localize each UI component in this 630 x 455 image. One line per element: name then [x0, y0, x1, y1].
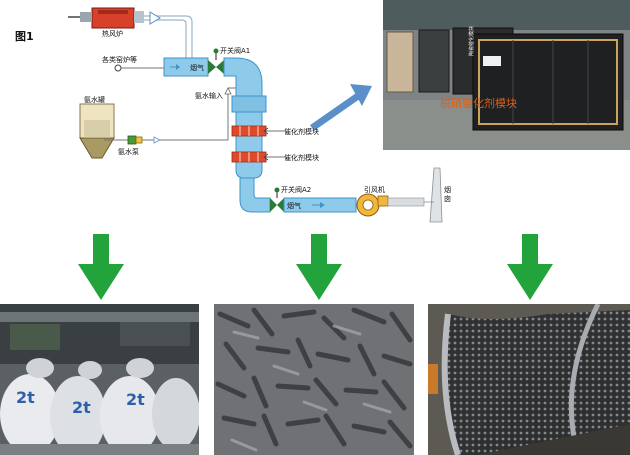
label-ammonia-pump: 氨水泵 — [118, 148, 139, 156]
green-down-arrow-icon — [522, 234, 538, 240]
catalyst-block-1 — [231, 125, 284, 137]
hot-air-furnace — [68, 7, 144, 29]
blue-diagonal-arrow-icon — [310, 84, 372, 131]
chimney — [424, 167, 443, 223]
bag-label-1: 2t — [16, 388, 35, 407]
catalyst-module-caption: 脱硝催化剂模块 — [440, 97, 517, 110]
label-induced-fan: 引风机 — [364, 186, 385, 194]
down-arrows-heads — [78, 240, 553, 300]
bag-label-3: 2t — [126, 390, 145, 409]
catalyst-block-2 — [231, 151, 284, 163]
valve-icon — [208, 48, 224, 74]
pellets-photo — [214, 304, 414, 455]
label-valve-a2: 开关阀A2 — [281, 186, 312, 194]
fan-icon — [356, 193, 425, 217]
figure-label: 图1 — [15, 30, 34, 43]
label-flue-gas-bottom: 烟气 — [287, 202, 301, 210]
green-down-arrow-icon — [93, 234, 109, 240]
label-catalyst-module-1: 催化剂模块 — [284, 128, 319, 136]
process-diagram — [68, 7, 538, 240]
mesh-photo — [428, 304, 630, 455]
ammonia-tank — [79, 103, 115, 159]
pump-icon — [104, 135, 143, 145]
label-kilns: 各类窑炉等 — [102, 56, 137, 64]
label-ammonia-input: 氨水输入 — [195, 92, 223, 100]
label-chimney-text: 烟囱 — [444, 186, 451, 203]
green-down-arrow-icon — [78, 264, 124, 300]
bags-photo — [0, 304, 199, 455]
catalyst-module-sign: 陶瓷催化模块 — [469, 25, 475, 56]
catalyst-module-photo — [383, 0, 630, 150]
green-down-arrow-icon — [311, 234, 327, 240]
valve-icon — [270, 187, 284, 212]
label-ammonia-tank: 氨水罐 — [84, 96, 105, 104]
label-valve-a1: 开关阀A1 — [220, 47, 251, 55]
green-down-arrow-icon — [296, 264, 342, 300]
label-catalyst-module-2: 催化剂模块 — [284, 154, 319, 162]
label-hot-air-furnace: 热风炉 — [102, 30, 123, 38]
bag-label-2: 2t — [72, 398, 91, 417]
green-down-arrow-icon — [507, 264, 553, 300]
label-flue-gas-top: 烟气 — [190, 64, 204, 72]
label-chimney: 烟囱 — [444, 186, 452, 204]
